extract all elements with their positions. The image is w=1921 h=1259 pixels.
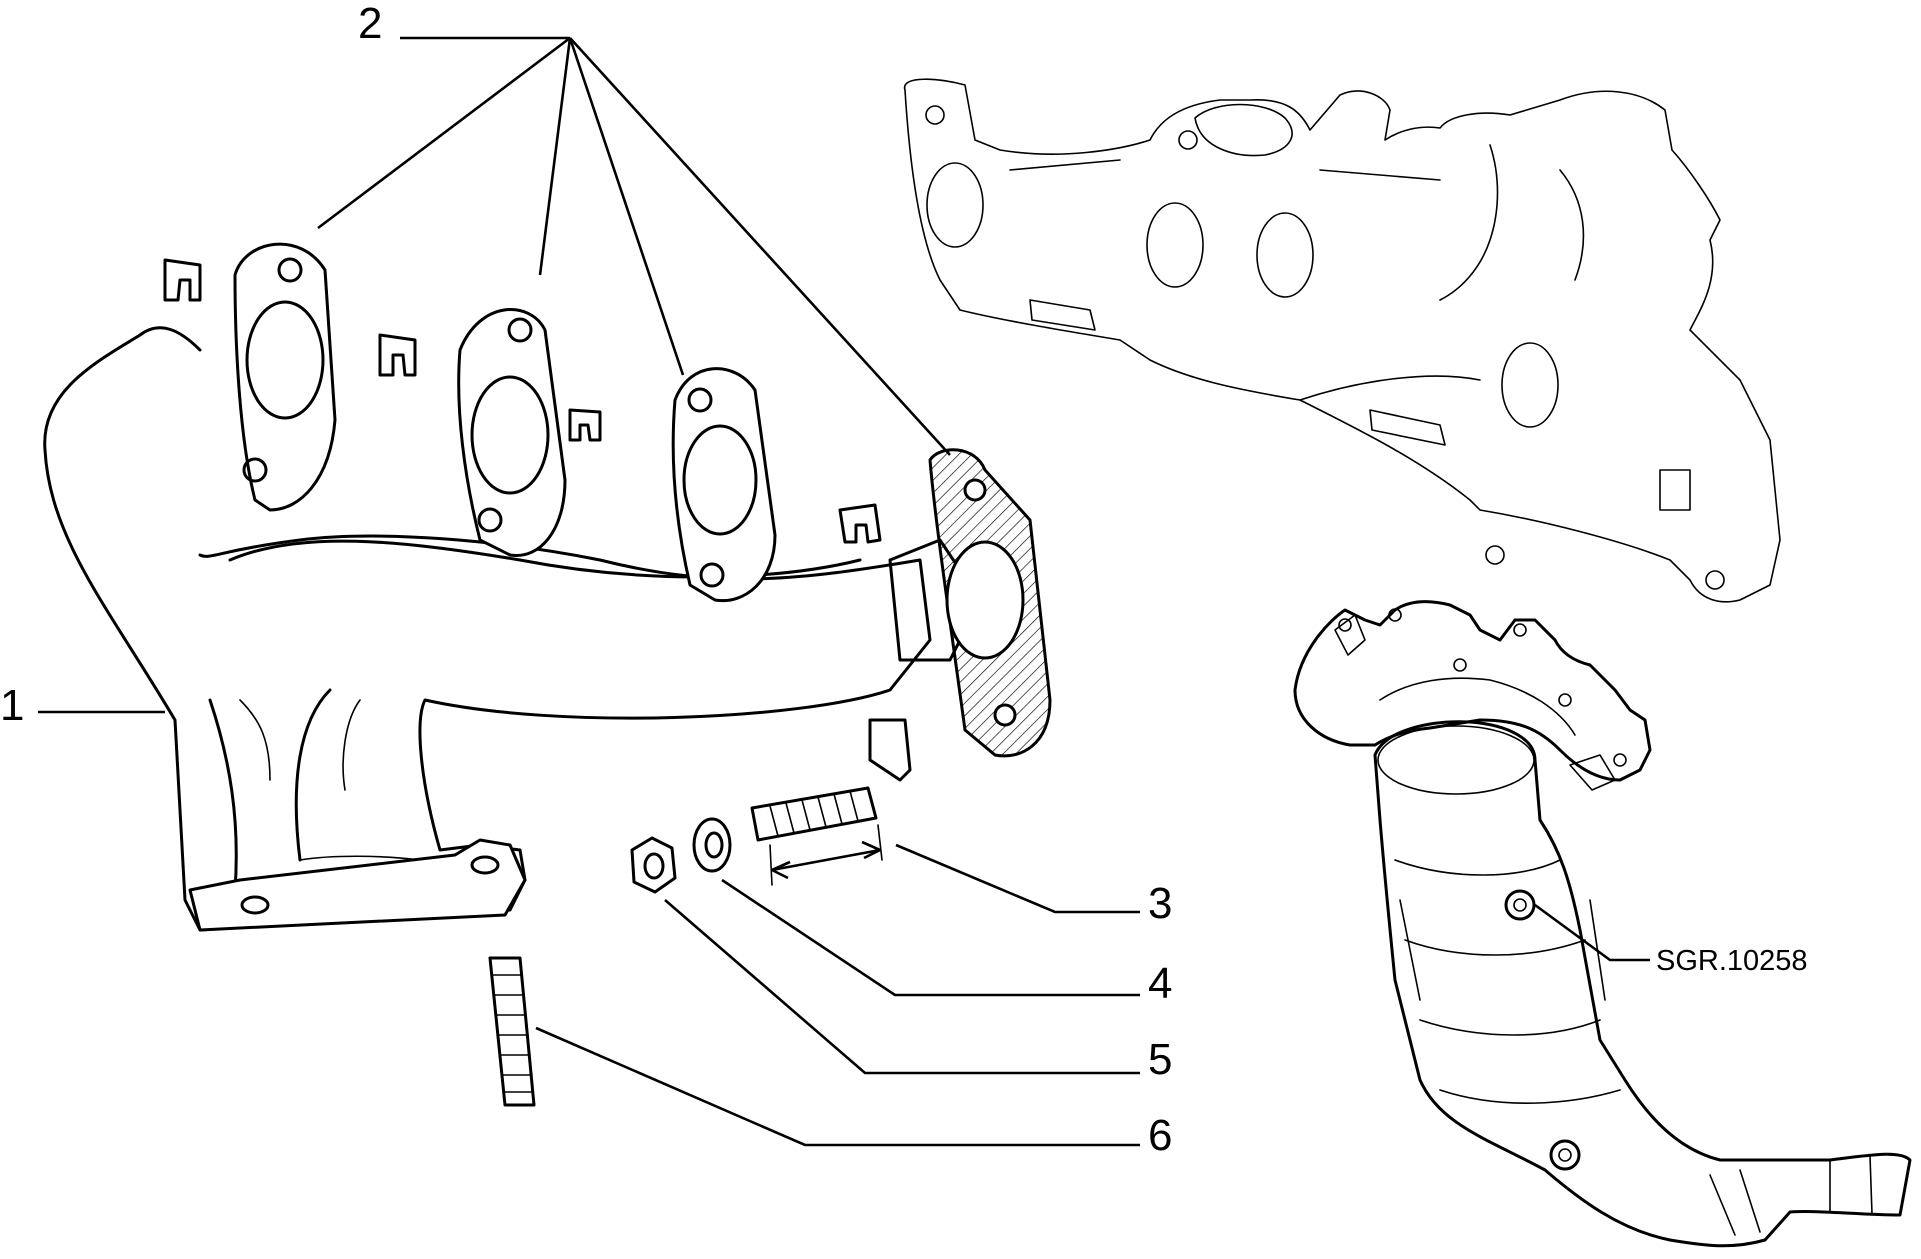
washer-part <box>692 817 732 873</box>
intake-manifold-illustration <box>903 78 1781 603</box>
reference-code-leader <box>1534 903 1650 962</box>
callout-3-leader <box>895 843 1140 914</box>
callout-4-label: 4 <box>1148 959 1172 1008</box>
nut-part <box>630 836 677 894</box>
catalytic-converter-assembly-illustration <box>1293 600 1912 1248</box>
reference-code-label: SGR.10258 <box>1656 945 1808 977</box>
callout-6-group: 6 <box>535 1026 1172 1160</box>
callout-5-group: 5 <box>664 899 1172 1084</box>
exhaust-manifold-part <box>43 242 1052 932</box>
reference-code-group: SGR.10258 <box>1534 903 1808 977</box>
callout-6-label: 6 <box>1148 1111 1172 1160</box>
callout-1-label: 1 <box>0 681 24 730</box>
stud-long-part <box>750 786 883 886</box>
callout-2-group: 2 <box>317 0 951 456</box>
callout-6-leader <box>535 1026 1140 1147</box>
callout-3-label: 3 <box>1148 879 1172 928</box>
callout-4-leader <box>721 878 1140 997</box>
stud-short-part <box>488 956 536 1107</box>
callout-2-label: 2 <box>358 0 382 48</box>
callout-2-leader <box>317 36 951 456</box>
callout-1-group: 1 <box>0 681 165 730</box>
callout-4-group: 4 <box>721 878 1172 1008</box>
callout-3-group: 3 <box>895 843 1172 928</box>
callout-5-leader <box>664 899 1140 1075</box>
callout-5-label: 5 <box>1148 1035 1172 1084</box>
